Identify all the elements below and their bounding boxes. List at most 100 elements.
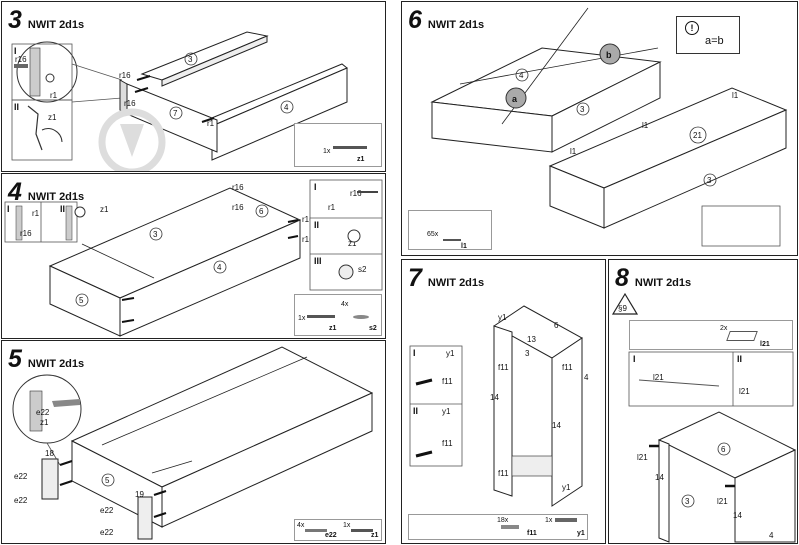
step-6-part-3-b: 3 <box>707 176 712 185</box>
step-7-part-4: 4 <box>584 373 589 382</box>
step-3-detail-i-circle <box>16 41 78 103</box>
step-4-number: 4 <box>8 178 22 206</box>
step-4-parts-qty2: 4x <box>341 301 349 308</box>
step-7-number: 7 <box>408 264 422 292</box>
step-6-label-b: b <box>606 50 612 60</box>
step-4-label-r16-b: r16 <box>232 183 244 192</box>
step-6-part-21: 21 <box>693 131 702 140</box>
step-8-detail-ii-label: II <box>737 354 742 364</box>
step-8-number: 8 <box>615 264 629 292</box>
step-4-label-s2: s2 <box>358 265 367 274</box>
step-5-label-e22-a: e22 <box>36 408 50 417</box>
step-3-label-r1-b: r1 <box>207 119 215 128</box>
step-7-label-y1-a: y1 <box>446 349 455 358</box>
step-7-label-f11-a: f11 <box>442 377 453 386</box>
step-8-label-l21-a: l21 <box>653 373 664 382</box>
step-4-label-r16-c: r16 <box>232 203 244 212</box>
step-6-number: 6 <box>408 6 422 34</box>
step-8-part-14-a: 14 <box>655 473 664 482</box>
step-4-part-4: 4 <box>217 263 222 272</box>
step-5-parts-qty2: 1x <box>343 522 351 529</box>
step-7-detail-ii-label: II <box>413 406 418 416</box>
step-5-parts-screw-icon <box>305 529 327 532</box>
step-4-parts-box: 1x z1 4x s2 <box>294 294 382 336</box>
step-7-part-14-b: 14 <box>552 421 561 430</box>
step-6-diagonal-b-marker <box>599 43 621 65</box>
step-7-parts-qty1: 18x <box>497 517 509 524</box>
step-8-part-3: 3 <box>685 497 690 506</box>
step-5-parts-hinge-icon <box>351 529 373 532</box>
step-8-parts-code: l21 <box>760 341 770 348</box>
step-8-detail-i-label: I <box>633 354 636 364</box>
step-5-number: 5 <box>8 345 22 373</box>
step-4-detail-ii-label: II <box>60 204 65 214</box>
step-8-panel: 8 NWIT 2d1s §9 I II l21 l21 6 3 14 14 4 … <box>608 259 798 544</box>
step-5-part-18: 18 <box>45 449 54 458</box>
step-4-part-3: 3 <box>153 230 158 239</box>
step-7-part-6: 6 <box>554 321 559 330</box>
step-7-label-f11-c: f11 <box>498 363 509 372</box>
step-6-header: 6 NWIT 2d1s <box>408 6 484 35</box>
step-8-header: 8 NWIT 2d1s <box>615 264 691 293</box>
step-6-warning-box: ! a=b <box>676 16 740 54</box>
step-5-parts-code2: z1 <box>371 532 379 539</box>
step-4-label-z1-b: z1 <box>348 239 357 248</box>
step-5-label-e22-e: e22 <box>100 528 114 537</box>
step-5-label-e22-b: e22 <box>14 472 28 481</box>
step-3-part-7: 7 <box>173 109 178 118</box>
step-3-panel: 3 NWIT 2d1s I II r16 r1 z1 3 7 4 r16 <box>1 1 386 172</box>
step-6-drawing: a b 4 3 21 3 l1 l1 l1 <box>430 7 788 247</box>
step-5-part-19: 19 <box>135 490 144 499</box>
step-7-part-13: 13 <box>527 335 536 344</box>
step-4-detail-iii-label: III <box>314 256 322 266</box>
step-7-label-f11-b: f11 <box>442 439 453 448</box>
step-5-label-e22-d: e22 <box>100 506 114 515</box>
step-3-parts-box: 1x z1 <box>294 123 382 167</box>
step-8-warning-badge-icon <box>611 292 639 315</box>
step-4-label-r16-d: r16 <box>302 215 314 224</box>
step-3-parts-hinge-icon <box>333 146 367 149</box>
step-7-label-y1-c: y1 <box>498 313 507 322</box>
step-3-part-3: 3 <box>188 55 193 64</box>
step-7-parts-qty2: 1x <box>545 517 553 524</box>
step-8-parts-box: 2x l21 <box>629 320 793 350</box>
step-6-label-l1-b: l1 <box>732 91 739 100</box>
step-3-label-r16-a: r16 <box>15 55 27 64</box>
step-5-parts-qty1: 4x <box>297 522 305 529</box>
step-3-label-r1: r1 <box>50 91 58 100</box>
step-8-parts-plate-icon <box>726 331 758 341</box>
step-6-diagonal-a-marker <box>505 87 527 109</box>
step-6-detail-box <box>701 205 781 247</box>
step-4-label-r16-e: r16 <box>302 235 314 244</box>
step-4-detail-i-right-label: I <box>314 182 317 192</box>
step-5-header: 5 NWIT 2d1s <box>8 345 84 374</box>
step-6-part-3-a: 3 <box>580 105 585 114</box>
step-7-detail-i-label: I <box>413 348 416 358</box>
step-7-header: 7 NWIT 2d1s <box>408 264 484 293</box>
step-4-parts-hinge-icon <box>307 315 335 318</box>
step-8-drawing: §9 I II l21 l21 6 3 14 14 4 l21 l21 <box>611 292 797 543</box>
step-5-drawing: e22 z1 5 18 19 e22 e22 e22 e22 <box>12 346 374 540</box>
step-4-detail-ii-right-label: II <box>314 220 319 230</box>
step-7-part-3: 3 <box>525 349 530 358</box>
step-3-detail-ii-label: II <box>14 102 19 112</box>
step-4-parts-code2: s2 <box>369 325 377 332</box>
step-7-parts-code2: y1 <box>577 530 585 537</box>
step-8-part-6: 6 <box>721 445 726 454</box>
step-6-parts-box: 65x l1 <box>408 210 492 250</box>
step-3-watermark-icon <box>98 108 166 171</box>
step-4-parts-screw-icon <box>353 315 369 319</box>
step-8-label-l21-b: l21 <box>739 387 750 396</box>
warning-icon: ! <box>685 21 699 35</box>
step-3-detail-i-label: I <box>14 46 17 56</box>
step-6-label-l1-a: l1 <box>570 147 577 156</box>
step-4-part-6: 6 <box>259 207 264 216</box>
step-4-label-z1-a: z1 <box>100 205 109 214</box>
step-6-parts-nail-icon <box>443 239 461 241</box>
step-7-parts-bolt-icon <box>555 518 577 522</box>
step-7-label-y1-d: y1 <box>562 483 571 492</box>
step-3-parts-code: z1 <box>357 156 365 163</box>
step-7-title: NWIT 2d1s <box>427 277 485 289</box>
step-7-parts-code1: f11 <box>527 530 537 537</box>
step-4-parts-qty1: 1x <box>298 315 306 322</box>
